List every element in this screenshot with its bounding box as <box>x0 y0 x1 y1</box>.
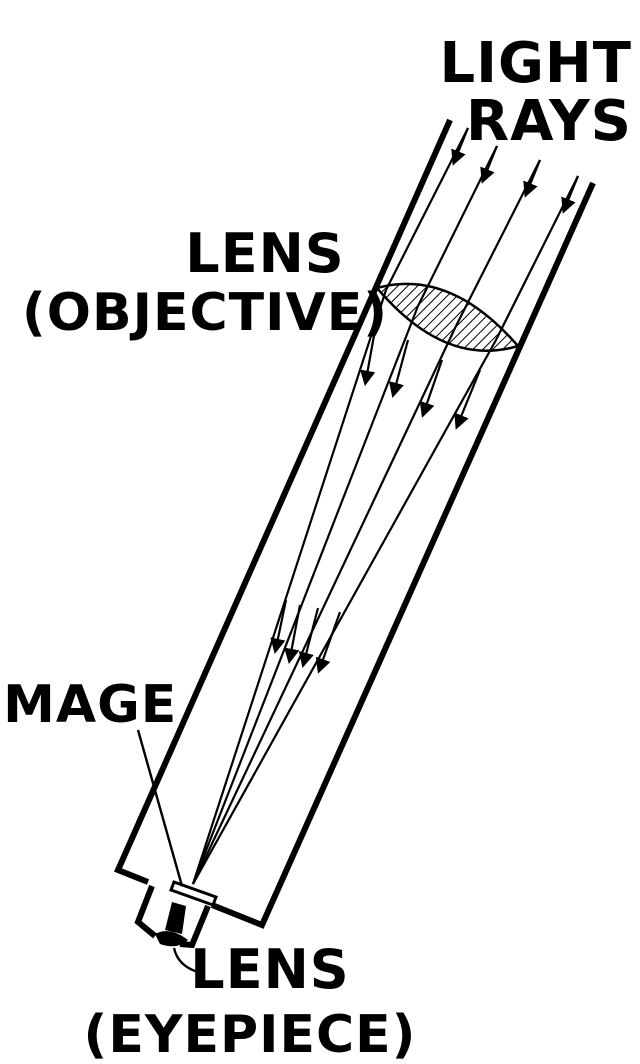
eyepiece-label-line2: (EYEPIECE) <box>84 1005 417 1064</box>
objective-lens <box>374 282 521 352</box>
incoming-arrow-1 <box>451 127 470 166</box>
converging-arrow-3b <box>298 607 320 668</box>
incoming-arrow-2 <box>480 145 499 184</box>
converging-light-rays <box>191 289 497 885</box>
eyepiece-label-line1: LENS <box>190 938 349 1001</box>
converging-ray-2 <box>191 305 420 885</box>
converging-arrow-3a <box>419 359 444 418</box>
converging-arrow-4b <box>315 611 342 674</box>
labels: LIGHT RAYS LENS (OBJECTIVE) IMAGE LENS (… <box>0 31 632 1064</box>
eyepiece-lens <box>155 931 188 947</box>
objective-label-line1: LENS <box>185 222 344 285</box>
tube-left-wall <box>113 118 453 885</box>
converging-ray-1 <box>191 289 388 885</box>
converging-arrow-1a <box>360 329 377 387</box>
converging-arrow-4a <box>454 369 482 430</box>
objective-label-line2: (OBJECTIVE) <box>22 283 388 343</box>
image-plane <box>169 880 218 907</box>
converging-ray-3 <box>192 325 457 885</box>
eyepiece-left-side <box>134 884 157 939</box>
eyepiece-housing <box>134 884 211 949</box>
eyepiece-leader-line <box>172 947 199 974</box>
telescope-tube <box>113 118 596 929</box>
eyepiece-throat <box>165 902 186 934</box>
eyepiece-right-side <box>179 904 211 949</box>
converging-arrow-1b <box>270 599 288 655</box>
incoming-arrow-4 <box>561 175 580 214</box>
incoming-arrow-3 <box>523 159 542 198</box>
incoming-ray-3 <box>455 159 541 327</box>
converging-arrow-2b <box>284 604 302 665</box>
incoming-ray-1 <box>385 127 469 291</box>
converging-arrow-2a <box>388 339 410 398</box>
converging-ray-4 <box>192 339 497 885</box>
leader-lines <box>136 729 199 974</box>
light-rays-label-line1: LIGHT <box>439 31 632 96</box>
image-label: IMAGE <box>0 675 177 735</box>
incoming-light-rays <box>385 127 580 341</box>
tube-right-wall <box>210 181 596 929</box>
light-rays-label-line2: RAYS <box>466 89 632 154</box>
image-leader-line <box>136 729 184 887</box>
